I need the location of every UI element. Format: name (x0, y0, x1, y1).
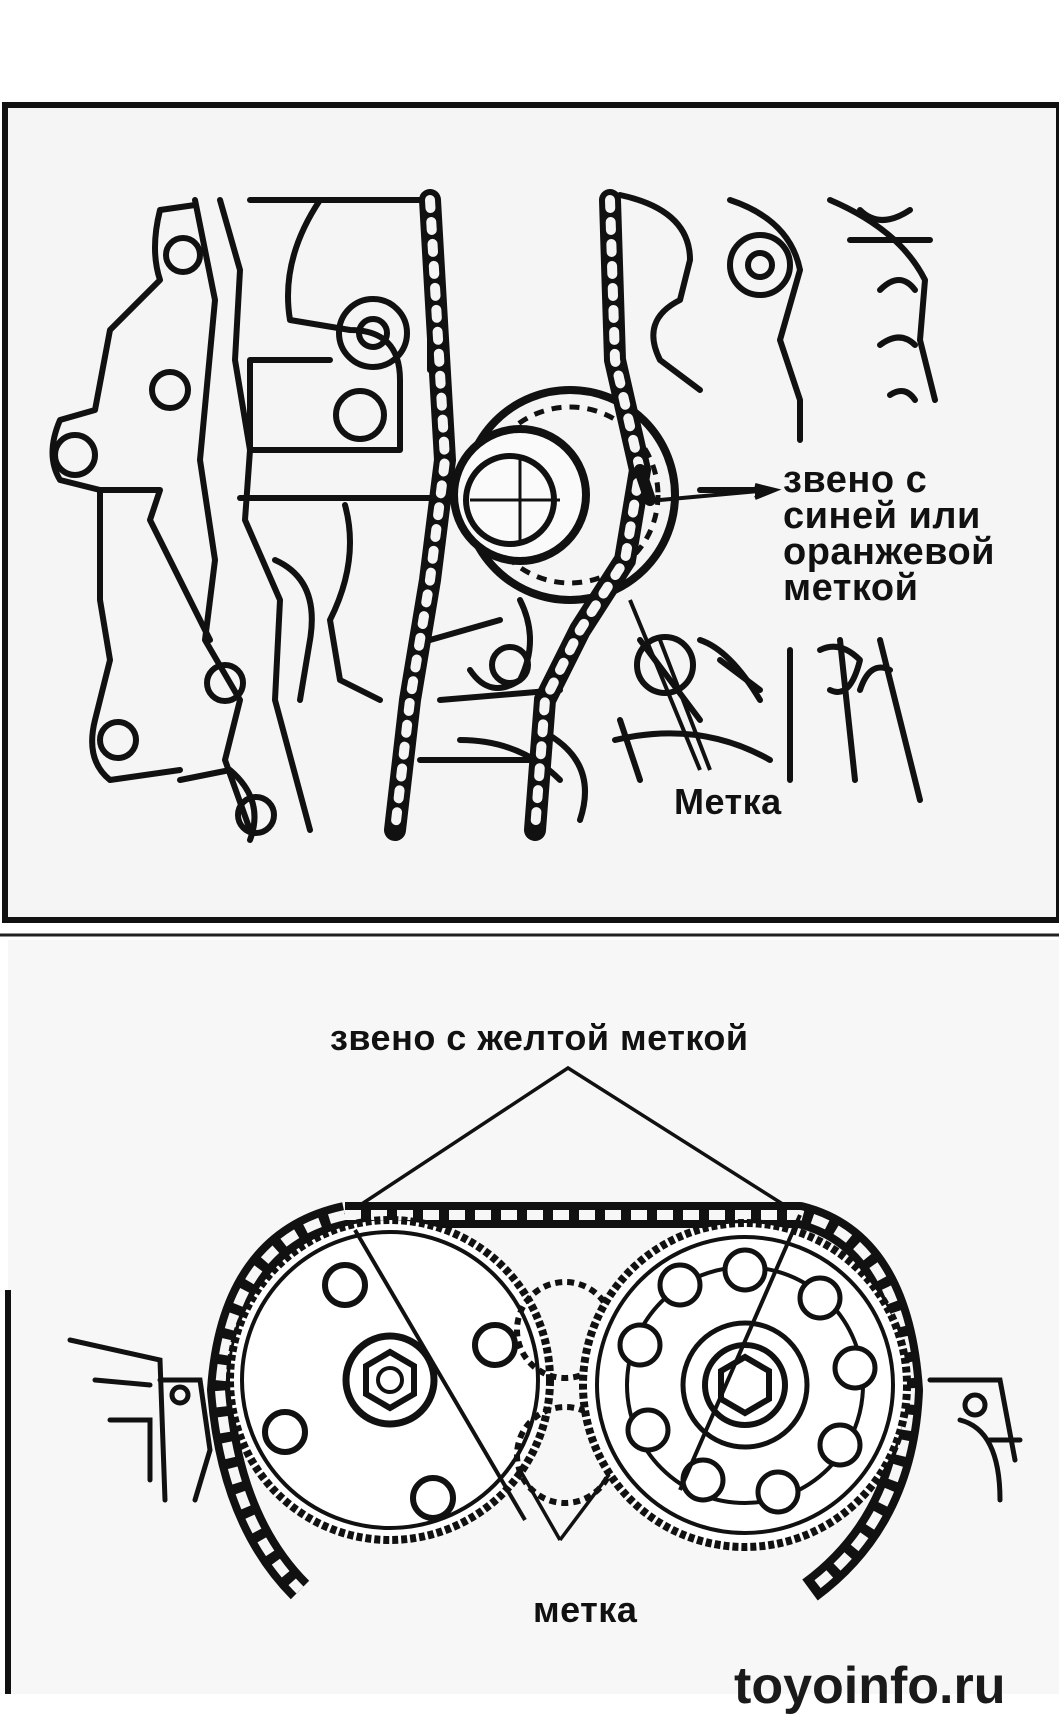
label-yellow-link: звено с желтой меткой (330, 1017, 749, 1058)
top-leader-lines (628, 483, 782, 771)
site-watermark: toyoinfo.ru (734, 1657, 1006, 1715)
label-blue-line-3: оранжевой (783, 531, 996, 573)
label-mark-bottom: метка (533, 1589, 638, 1630)
top-timing-chain (384, 189, 656, 841)
engine-block-outline (49, 192, 938, 843)
bottom-panel (5, 940, 1059, 1694)
left-cam-sprocket (226, 1216, 554, 1544)
label-mark-top: Метка (674, 781, 782, 822)
label-blue-line-4: меткой (783, 567, 919, 609)
label-blue-or-orange-link: звено с синей или оранжевой меткой (783, 459, 996, 609)
right-cam-sprocket (579, 1214, 911, 1551)
top-cam-sprocket (450, 386, 679, 604)
label-blue-line-2: синей или (783, 495, 981, 537)
label-blue-line-1: звено с (783, 459, 928, 501)
bottom-brackets (67, 1337, 1023, 1503)
top-panel (2, 102, 1059, 923)
